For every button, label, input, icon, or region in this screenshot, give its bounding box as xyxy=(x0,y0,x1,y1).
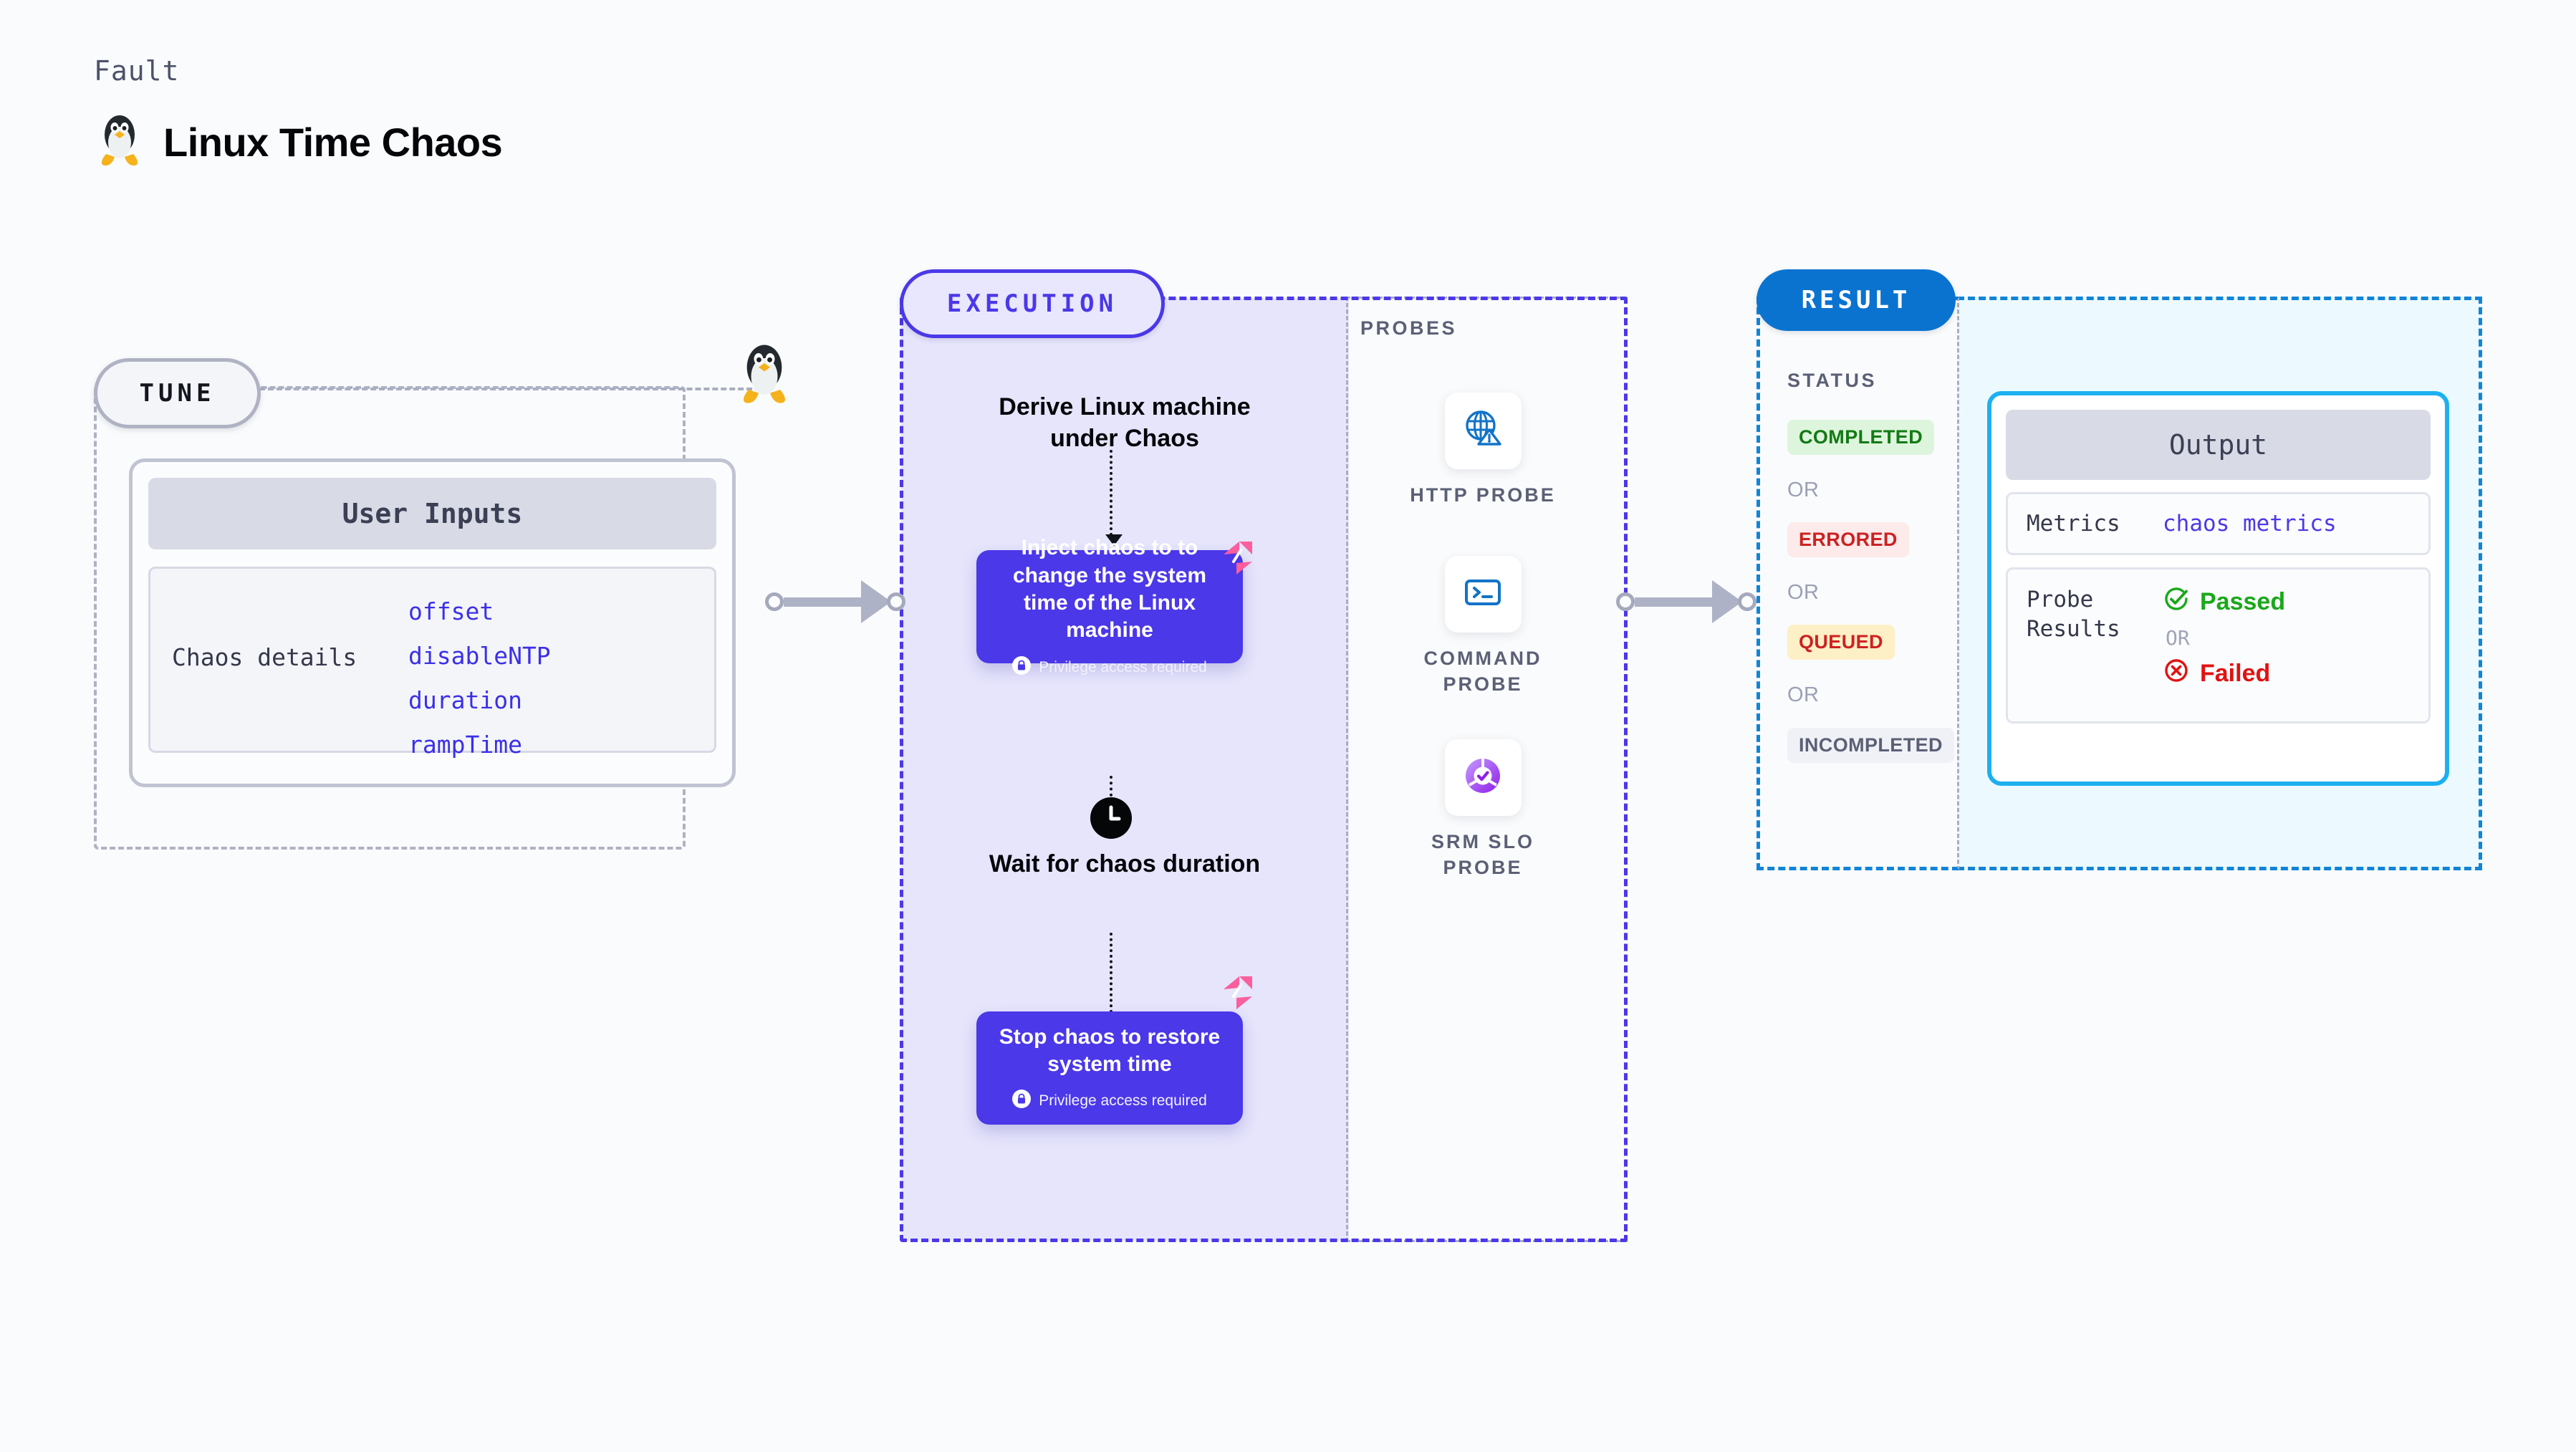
probe-result-or-label: OR xyxy=(2166,626,2190,650)
probe-label: SRM SLO PROBE xyxy=(1431,831,1534,879)
output-card-header: Output xyxy=(2006,410,2431,480)
lock-icon xyxy=(1012,655,1032,679)
status-label: STATUS xyxy=(1787,370,1877,391)
status-badge-queued: QUEUED xyxy=(1787,625,1895,660)
status-badge-completed: COMPLETED xyxy=(1787,420,1935,455)
connector-execution-to-result xyxy=(1616,580,1756,623)
execution-step-inject-title: Inject chaos to to change the system tim… xyxy=(1012,536,1207,643)
execution-step-derive-title: Derive Linux machine under Chaos xyxy=(999,393,1251,452)
execution-section-pill[interactable]: EXECUTION xyxy=(900,269,1165,338)
chaos-details-panel: Chaos details offset disableNTP duration… xyxy=(148,567,716,759)
probes-label: PROBES xyxy=(1360,317,1458,339)
status-or-label: OR xyxy=(1787,581,1820,604)
probe-failed-label: Failed xyxy=(2200,660,2271,687)
probe-results-label: Probe Results xyxy=(2027,587,2120,642)
connector-arrowhead xyxy=(1712,580,1742,623)
output-card: Output Metrics chaos metrics Probe Resul… xyxy=(1987,391,2449,786)
harness-logo-icon xyxy=(1218,537,1258,577)
probe-icon-container xyxy=(1444,556,1522,633)
tune-section-pill[interactable]: TUNE xyxy=(94,358,261,428)
privilege-note: Privilege access required xyxy=(1012,655,1207,679)
probe-passed-label: Passed xyxy=(2200,588,2286,615)
param-offset[interactable]: offset xyxy=(408,597,494,625)
linux-penguin-icon xyxy=(97,113,142,171)
probe-label: COMMAND PROBE xyxy=(1423,648,1542,696)
status-badge-incompleted: INCOMPLETED xyxy=(1787,728,1954,763)
flow-arrow-1 xyxy=(1105,450,1123,546)
status-or-label: OR xyxy=(1787,479,1820,501)
execution-region xyxy=(900,297,1628,1242)
output-metrics-row: Metrics chaos metrics xyxy=(2006,492,2431,555)
privilege-note: Privilege access required xyxy=(1012,1090,1207,1112)
privilege-note-text: Privilege access required xyxy=(1039,1092,1207,1110)
lock-icon xyxy=(1012,1090,1032,1112)
param-disablentp[interactable]: disableNTP xyxy=(408,642,551,670)
connector-line xyxy=(1635,597,1714,607)
connector-arrowhead xyxy=(861,580,891,623)
probe-command[interactable]: COMMAND PROBE xyxy=(1390,556,1576,698)
probe-results-values: Passed OR Failed xyxy=(2163,585,2285,691)
connector-end-dot xyxy=(1738,592,1756,611)
chaos-details-label: Chaos details xyxy=(172,643,357,671)
probe-http[interactable]: HTTP PROBE xyxy=(1390,393,1576,508)
connector-tune-to-execution xyxy=(765,580,905,623)
terminal-icon xyxy=(1461,570,1505,618)
probe-srm-slo[interactable]: SRM SLO PROBE xyxy=(1390,739,1576,881)
connector-start-dot xyxy=(765,592,784,611)
harness-logo-icon xyxy=(1218,972,1258,1012)
probe-result-passed: Passed xyxy=(2163,585,2285,619)
probe-icon-container xyxy=(1444,739,1522,816)
metrics-label: Metrics xyxy=(2027,510,2120,537)
probe-result-failed: Failed xyxy=(2163,657,2285,691)
metrics-value[interactable]: chaos metrics xyxy=(2163,511,2337,537)
check-circle-icon xyxy=(2163,585,2190,619)
param-duration[interactable]: duration xyxy=(408,686,522,714)
globe-alert-icon xyxy=(1461,407,1505,455)
fault-eyebrow-label: Fault xyxy=(94,55,180,87)
execution-step-inject-card[interactable]: Inject chaos to to change the system tim… xyxy=(976,536,1243,675)
execution-step-stop-title: Stop chaos to restore system time xyxy=(999,1024,1221,1076)
page-title-row: Linux Time Chaos xyxy=(97,113,503,171)
page-title: Linux Time Chaos xyxy=(163,120,503,165)
status-or-label: OR xyxy=(1787,683,1820,706)
slo-check-icon xyxy=(1461,754,1505,802)
probe-label: HTTP PROBE xyxy=(1410,484,1556,506)
output-probe-results-row: Probe Results Passed OR xyxy=(2006,567,2431,723)
status-badge-errored: ERRORED xyxy=(1787,522,1909,557)
execution-step-stop-card[interactable]: Stop chaos to restore system time Privil… xyxy=(976,1011,1243,1125)
user-inputs-card-header: User Inputs xyxy=(148,478,716,549)
execution-step-wait-title: Wait for chaos duration xyxy=(989,850,1261,878)
linux-penguin-badge-icon xyxy=(736,342,793,405)
connector-start-dot xyxy=(1616,592,1635,611)
user-inputs-card: User Inputs Chaos details offset disable… xyxy=(129,458,736,787)
clock-icon xyxy=(1090,797,1132,839)
flow-arrow-3 xyxy=(1105,933,1123,1023)
connector-end-dot xyxy=(887,592,905,611)
connector-line xyxy=(784,597,862,607)
param-ramptime[interactable]: rampTime xyxy=(408,731,522,759)
privilege-note-text: Privilege access required xyxy=(1039,658,1207,675)
probe-icon-container xyxy=(1444,393,1522,469)
result-section-pill[interactable]: RESULT xyxy=(1756,269,1956,331)
tune-guide-line xyxy=(259,388,761,390)
chaos-details-param-list: offset disableNTP duration rampTime xyxy=(408,587,551,759)
x-circle-icon xyxy=(2163,657,2190,691)
